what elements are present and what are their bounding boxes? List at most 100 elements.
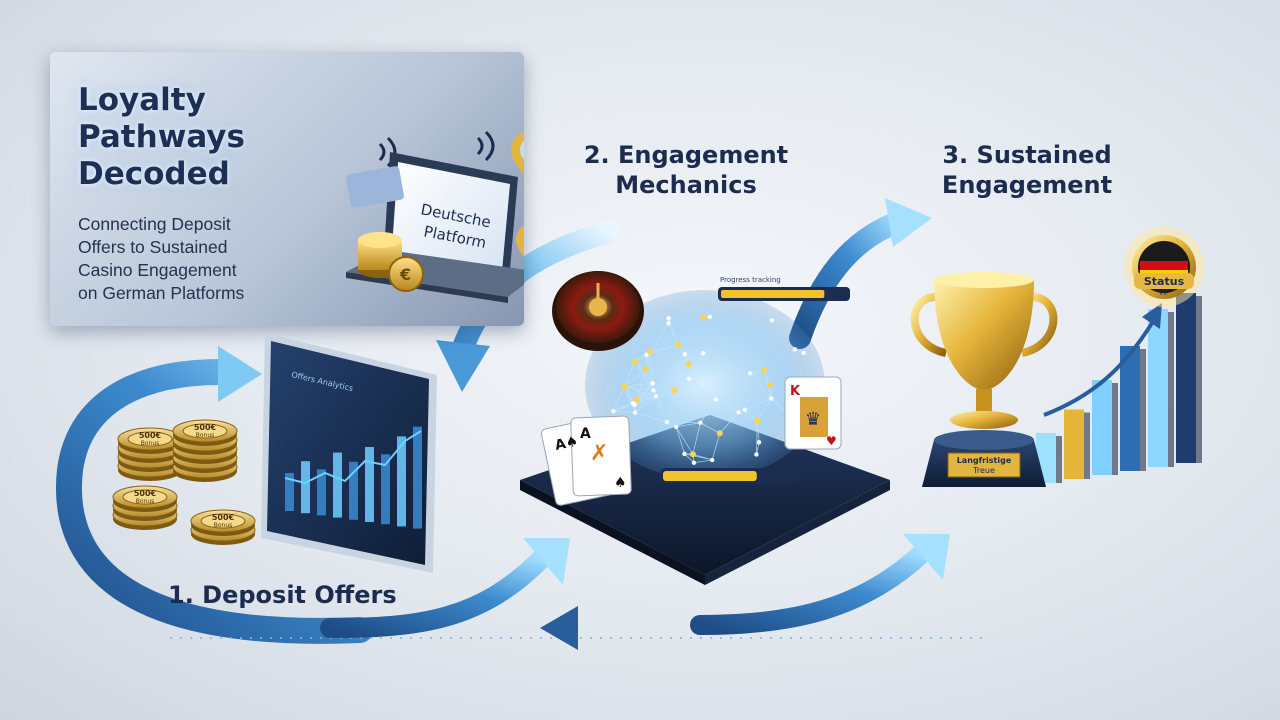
title-line-2: Pathways <box>78 119 245 155</box>
svg-text:K: K <box>790 384 801 399</box>
growth-bar <box>1176 293 1196 463</box>
chip-word-label: Bonus <box>141 440 160 447</box>
brain-node <box>633 396 640 403</box>
tablet-bar <box>301 461 310 514</box>
arrow-to-sustained <box>789 211 909 349</box>
loop-arrow <box>56 359 373 644</box>
svg-text:♥: ♥ <box>826 434 837 448</box>
growth-bar <box>1092 380 1112 475</box>
brain-node <box>650 381 655 386</box>
trophy-plaque-line-1: Langfristige <box>957 456 1012 465</box>
poker-chip-stack: 500€Bonus <box>172 419 238 482</box>
step-3-label: 3. Sustained Engagement <box>904 140 1150 200</box>
status-badge-text: Status <box>1144 275 1185 288</box>
svg-text:A♠: A♠ <box>554 433 580 454</box>
growth-bar <box>1148 309 1168 467</box>
brain-node <box>671 387 678 394</box>
chip-word-label: Bonus <box>196 432 215 439</box>
progress-caption: Progress tracking <box>720 276 781 284</box>
chip-value-label: 500€ <box>212 513 235 522</box>
loop-arrow-head <box>218 346 262 402</box>
tablet-bar <box>381 454 390 525</box>
brain-node <box>747 371 753 376</box>
svg-text:€: € <box>399 265 411 284</box>
location-pin-icon <box>511 131 524 175</box>
svg-text:A: A <box>580 426 591 442</box>
status-badge-icon: Status VIP <box>1124 227 1204 307</box>
brain-node <box>701 351 706 356</box>
laptop-icon: Deutsche Platform € <box>346 130 524 303</box>
svg-text:♛: ♛ <box>805 409 821 430</box>
sustained-illustration: Langfristige Treue Status VIP <box>910 227 1204 487</box>
trophy-icon: Langfristige Treue <box>910 272 1058 487</box>
brain-node <box>621 383 628 390</box>
brain-node <box>707 314 713 320</box>
playing-card-icon: K ♛ ♥ <box>784 376 842 450</box>
brain-network-icon <box>585 290 825 480</box>
chip-word-label: Bonus <box>214 522 233 529</box>
brain-node <box>682 451 687 456</box>
brain-node <box>736 410 741 415</box>
brain-node <box>713 397 719 402</box>
brain-node <box>644 352 649 358</box>
brain-node <box>664 419 670 425</box>
brain-node <box>792 347 797 352</box>
step-3-label-line-2: Engagement <box>941 171 1113 199</box>
status-badge-subtext: VIP <box>1159 290 1169 297</box>
svg-text:♠: ♠ <box>614 475 627 491</box>
brain-node <box>666 316 671 321</box>
brain-node <box>742 407 748 413</box>
brain-node <box>754 417 761 424</box>
roulette-wheel-icon <box>552 271 644 351</box>
brain-node <box>682 352 687 357</box>
step-2-label-line-1: 2. Engagement <box>583 141 789 169</box>
brain-node <box>632 402 637 408</box>
trophy-plaque-line-2: Treue <box>972 466 995 475</box>
svg-text:✗: ✗ <box>590 441 608 466</box>
step-2-label: 2. Engagement Mechanics <box>548 140 824 200</box>
bottom-progress-fill <box>663 471 757 481</box>
subtitle-line-2: Offers to Sustained <box>78 237 228 257</box>
title-card: Loyalty Pathways Decoded Connecting Depo… <box>50 52 524 326</box>
step-3-label-line-1: 3. Sustained <box>942 141 1112 169</box>
brain-node <box>685 361 692 368</box>
brain-node <box>754 452 759 457</box>
playing-card-icon: A♠ A ✗ ♠ <box>540 415 632 506</box>
brain-node <box>691 460 697 465</box>
brain-node <box>769 396 774 401</box>
brain-node <box>689 451 696 458</box>
growth-bar-chart-icon <box>1036 293 1202 483</box>
growth-bar <box>1064 409 1084 479</box>
tablet-bar <box>349 461 358 520</box>
german-flag-icon <box>516 225 524 258</box>
chip-word-label: Bonus <box>136 498 155 505</box>
growth-bar <box>1120 346 1140 471</box>
brain-node <box>710 457 715 463</box>
page-title: Loyalty Pathways Decoded <box>78 82 328 193</box>
chip-value-label: 500€ <box>139 431 162 440</box>
subtitle-line-3: Casino Engagement <box>78 260 237 280</box>
coin-stack-icon: € <box>358 232 424 292</box>
step-1-label: 1. Deposit Offers <box>168 581 397 609</box>
tablet-bar <box>333 452 342 518</box>
tablet-bar <box>397 436 406 527</box>
arrow-deposit-to-mechanics <box>320 550 550 638</box>
tablet-bar <box>317 469 326 516</box>
brain-node <box>642 366 649 373</box>
poker-chip-stack: 500€Bonus <box>190 509 256 545</box>
brain-node <box>756 440 762 445</box>
top-progress-fill <box>721 290 825 298</box>
brain-node <box>651 388 656 393</box>
chip-value-label: 500€ <box>194 423 217 432</box>
brain-node <box>653 394 659 399</box>
tablet-bar <box>365 447 374 522</box>
subtitle-line-4: on German Platforms <box>78 283 245 303</box>
brain-node <box>631 358 638 365</box>
poker-chip-stack: 500€Bonus <box>112 485 178 530</box>
tablet-bars <box>285 426 422 529</box>
subtitle-line-1: Connecting Deposit <box>78 214 231 234</box>
brain-node <box>761 367 768 374</box>
tablet-bar <box>413 426 422 529</box>
brain-node <box>647 348 654 355</box>
